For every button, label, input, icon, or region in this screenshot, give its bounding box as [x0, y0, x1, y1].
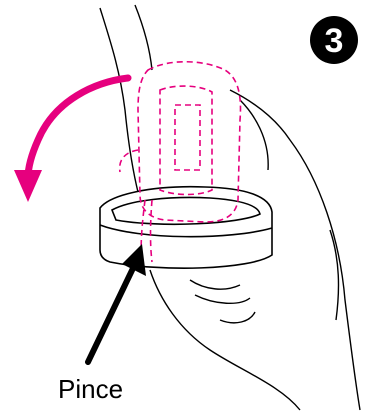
wrist-line	[150, 270, 300, 410]
device-inner	[160, 86, 212, 194]
finger-3	[220, 312, 255, 323]
device-side-tab	[120, 150, 138, 172]
holder-base	[100, 187, 272, 268]
rotation-arrow-head	[14, 170, 42, 202]
rotation-arrow-shaft	[28, 78, 128, 178]
pointer-arrow-shaft	[88, 262, 136, 362]
device-window	[175, 105, 200, 170]
neck-line	[330, 230, 338, 320]
finger-1	[190, 280, 240, 289]
step-number: 3	[325, 22, 344, 60]
ear-curve	[240, 100, 268, 170]
finger-2	[195, 295, 250, 303]
step-badge: 3	[310, 16, 358, 64]
hair-line-top	[135, 5, 152, 70]
rotation-arrow-icon	[14, 78, 128, 202]
hand	[150, 270, 300, 410]
pince-label: Pince	[58, 374, 123, 404]
